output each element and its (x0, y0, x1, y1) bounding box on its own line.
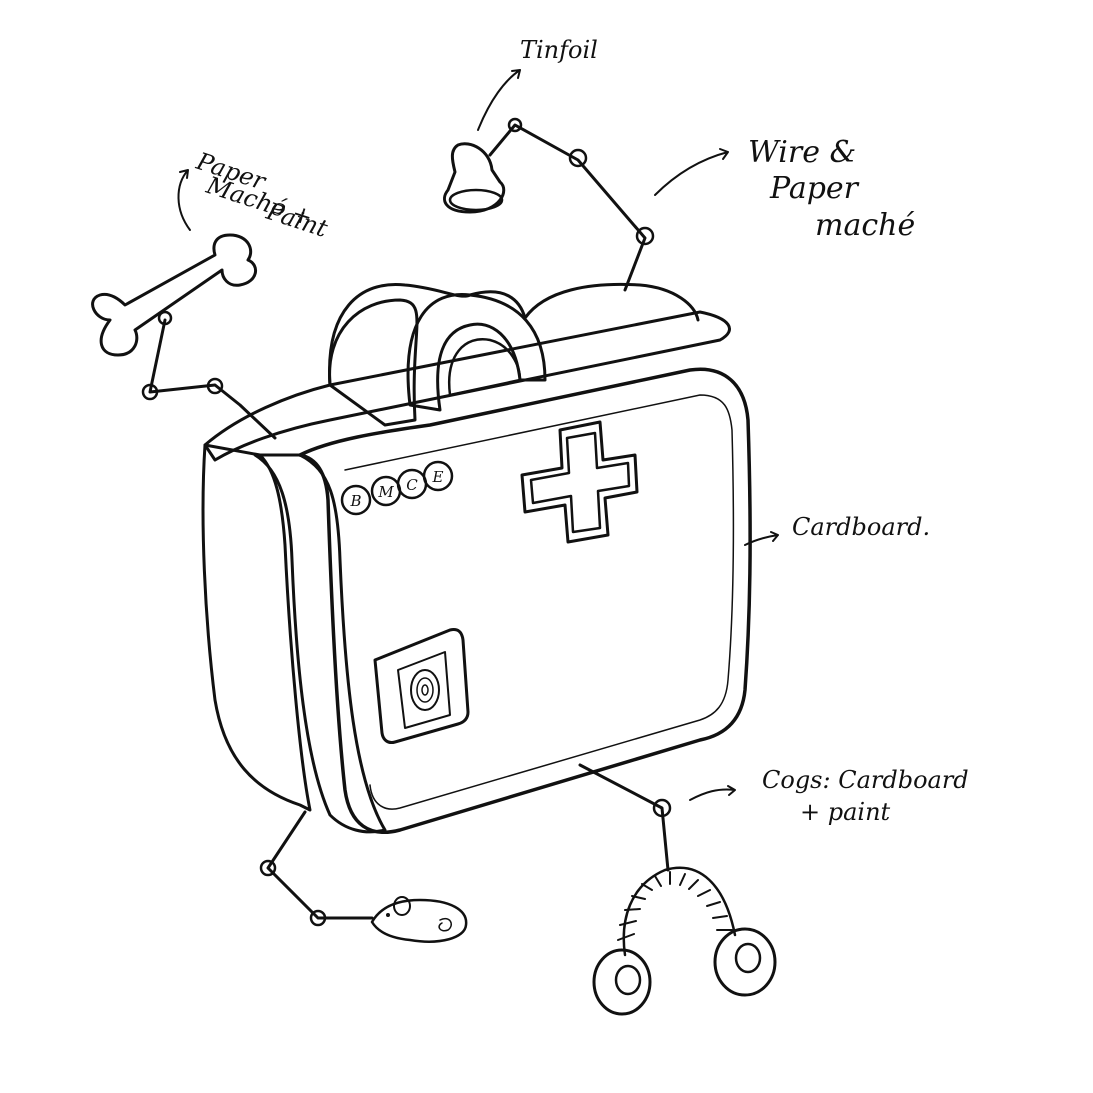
right-leg-with-cogs (578, 763, 777, 1016)
annotation-cogs: Cogs: Cardboard + paint (689, 766, 969, 826)
left-leg-with-mouse (259, 810, 468, 943)
svg-text:Tinfoil: Tinfoil (520, 36, 598, 64)
annotation-cardboard: Cardboard. (744, 513, 930, 546)
case-handle (328, 282, 700, 427)
badge-b: B (340, 484, 372, 516)
lock-plate (373, 628, 470, 744)
annotation-tinfoil: Tinfoil (477, 36, 598, 131)
svg-text:M: M (377, 483, 394, 501)
right-arm-with-bell (443, 117, 655, 292)
badge-c: C (396, 468, 428, 500)
svg-text:+ paint: + paint (800, 798, 891, 826)
svg-text:maché: maché (815, 208, 915, 243)
badge-m: M (370, 475, 402, 507)
left-cog-icon (592, 948, 652, 1016)
svg-text:Paper: Paper (769, 171, 860, 206)
first-aid-case (201, 310, 752, 835)
svg-text:C: C (406, 476, 418, 494)
left-arm-with-bone (91, 233, 277, 440)
svg-text:B: B (349, 492, 361, 510)
medical-cross-icon (520, 420, 639, 544)
letter-badges: B M C E (340, 460, 454, 516)
annotation-wire-paper-mache: Wire & Paper maché (654, 135, 915, 243)
svg-text:Cogs: Cardboard: Cogs: Cardboard (762, 766, 969, 794)
badge-e: E (422, 460, 454, 492)
svg-text:Cardboard.: Cardboard. (792, 513, 930, 541)
svg-text:Wire &: Wire & (748, 135, 856, 170)
right-cog-icon (713, 927, 777, 997)
annotation-paper-mache-paint: Paper Maché + Paint (177, 147, 331, 243)
svg-text:E: E (432, 468, 444, 486)
